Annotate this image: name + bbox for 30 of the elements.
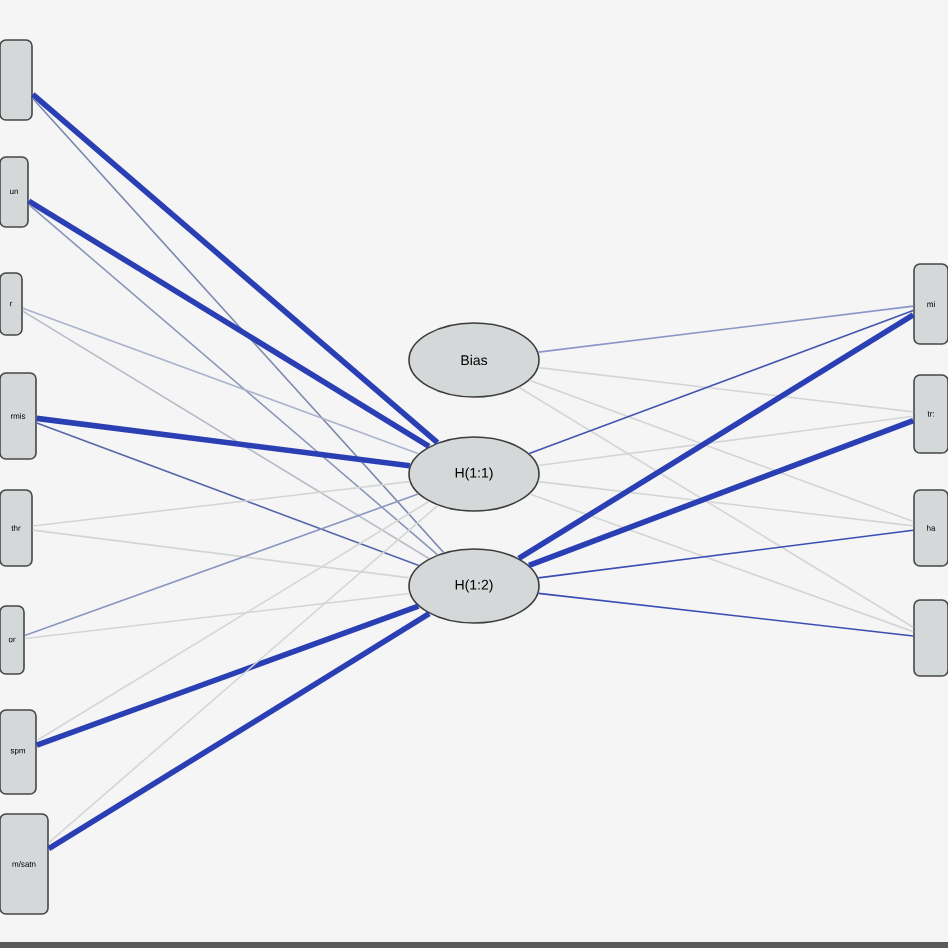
connection-line — [537, 529, 914, 579]
connection-line — [518, 386, 914, 628]
connection-line — [537, 366, 914, 413]
connection-line — [48, 504, 439, 844]
connection-line — [36, 422, 420, 567]
connection-line — [24, 592, 411, 640]
connection-line — [537, 415, 914, 467]
connection-line — [537, 480, 914, 527]
connection-line — [32, 529, 411, 579]
input-box — [0, 39, 33, 121]
connection-line — [36, 415, 411, 469]
connection-line — [22, 310, 430, 560]
connection-line — [537, 305, 914, 353]
connection-line — [30, 92, 440, 445]
connection-line — [32, 480, 411, 527]
connection-line — [32, 97, 445, 554]
connection-line — [47, 611, 431, 852]
connection-line — [528, 379, 914, 523]
connection-line — [529, 493, 914, 633]
connection-line — [528, 418, 915, 568]
connection-line — [35, 603, 420, 748]
connection-line — [22, 307, 420, 455]
connection-line — [24, 493, 420, 637]
connection-line — [27, 198, 431, 449]
input-box — [913, 599, 948, 677]
connection-line — [28, 203, 439, 556]
connection-line — [537, 592, 914, 637]
connection-line — [528, 309, 914, 455]
connection-line — [36, 500, 430, 742]
connection-line — [517, 312, 915, 561]
